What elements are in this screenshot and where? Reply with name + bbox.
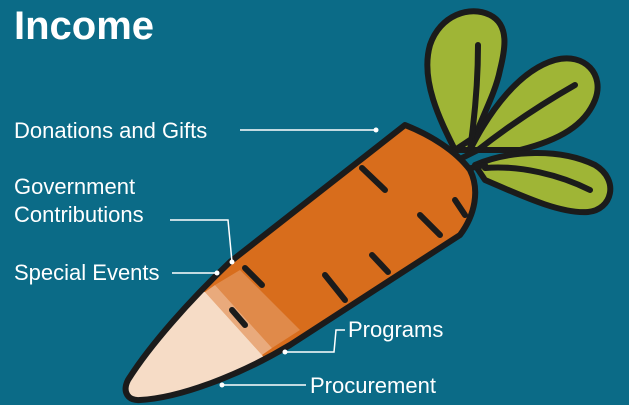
leader-government: [170, 219, 233, 263]
leader-programs: [285, 329, 345, 353]
carrot-outline: [122, 122, 479, 404]
label-procurement: Procurement: [310, 373, 436, 398]
leaf-bottom: [472, 150, 614, 216]
label-special-events: Special Events: [14, 260, 160, 285]
label-government-line2: Contributions: [14, 202, 144, 227]
leaf-vein-2: [475, 82, 578, 153]
leader-dots: [214, 127, 379, 388]
chart-title: Income: [14, 4, 155, 48]
leaf-vein-3: [482, 164, 593, 193]
carrot-ridges: [229, 165, 468, 328]
leader-lines: [170, 129, 376, 386]
label-donations-and-gifts: Donations and Gifts: [14, 118, 208, 143]
label-programs: Programs: [348, 317, 444, 342]
segment-government: [215, 270, 300, 348]
leaf-top: [424, 8, 508, 153]
label-government-line1: Government: [14, 174, 136, 199]
leaf-right: [467, 55, 601, 153]
label-government-contributions: Government Contributions: [14, 173, 144, 229]
